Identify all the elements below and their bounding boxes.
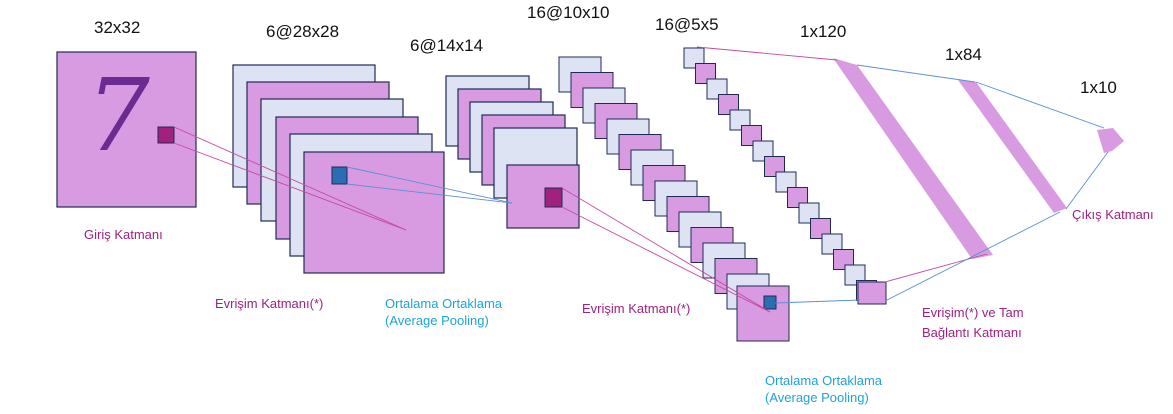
conv2-kernel (763, 295, 777, 310)
fc-label-line2: Bağlantı Katmanı (922, 325, 1022, 340)
fc1-layer (833, 58, 993, 259)
output-dims: 1x10 (1080, 78, 1117, 97)
pool2-stack (683, 47, 887, 305)
fc-label-line1: Evrişim(*) ve Tam (922, 305, 1024, 320)
input-layer-map: 7 (56, 51, 197, 208)
pool1-layer-label: Ortalama Ortaklama (Average Pooling) (385, 295, 502, 329)
conv2-map (736, 285, 790, 342)
fc2-dims: 1x84 (945, 45, 982, 64)
conv1-dims: 6@28x28 (266, 22, 340, 41)
fc2-layer (958, 80, 1067, 213)
pool1-kernel (544, 187, 563, 208)
conv1-layer-label: Evrişim Katmanı(*) (215, 296, 324, 311)
output-layer-label: Çıkış Katmanı (1072, 207, 1154, 222)
conv1-kernel (331, 166, 348, 185)
conv2-stack (558, 56, 790, 342)
connection-lines (173, 46, 1109, 313)
pool2-dims: 16@5x5 (655, 15, 719, 34)
pool1-label-line2: (Average Pooling) (385, 313, 489, 328)
pool2-label-line1: Ortalama Ortaklama (765, 373, 883, 388)
input-kernel (157, 126, 175, 144)
input-digit: 7 (86, 57, 150, 174)
pool1-stack (445, 75, 580, 229)
pool1-label-line1: Ortalama Ortaklama (385, 296, 503, 311)
pool2-map (857, 281, 887, 305)
input-dims: 32x32 (94, 18, 141, 37)
pool1-dims: 6@14x14 (410, 36, 484, 55)
conv2-dims: 16@10x10 (527, 3, 610, 22)
output-layer (1097, 128, 1124, 153)
pool2-label-line2: (Average Pooling) (765, 390, 869, 405)
input-layer-label: Giriş Katmanı (84, 227, 163, 242)
fc-layer-label: Evrişim(*) ve Tam Bağlantı Katmanı (922, 303, 1024, 343)
conv2-layer-label: Evrişim Katmanı(*) (582, 301, 691, 316)
fc1-dims: 1x120 (800, 22, 847, 41)
pool2-layer-label: Ortalama Ortaklama (Average Pooling) (765, 372, 882, 406)
conv1-stack (232, 64, 445, 274)
